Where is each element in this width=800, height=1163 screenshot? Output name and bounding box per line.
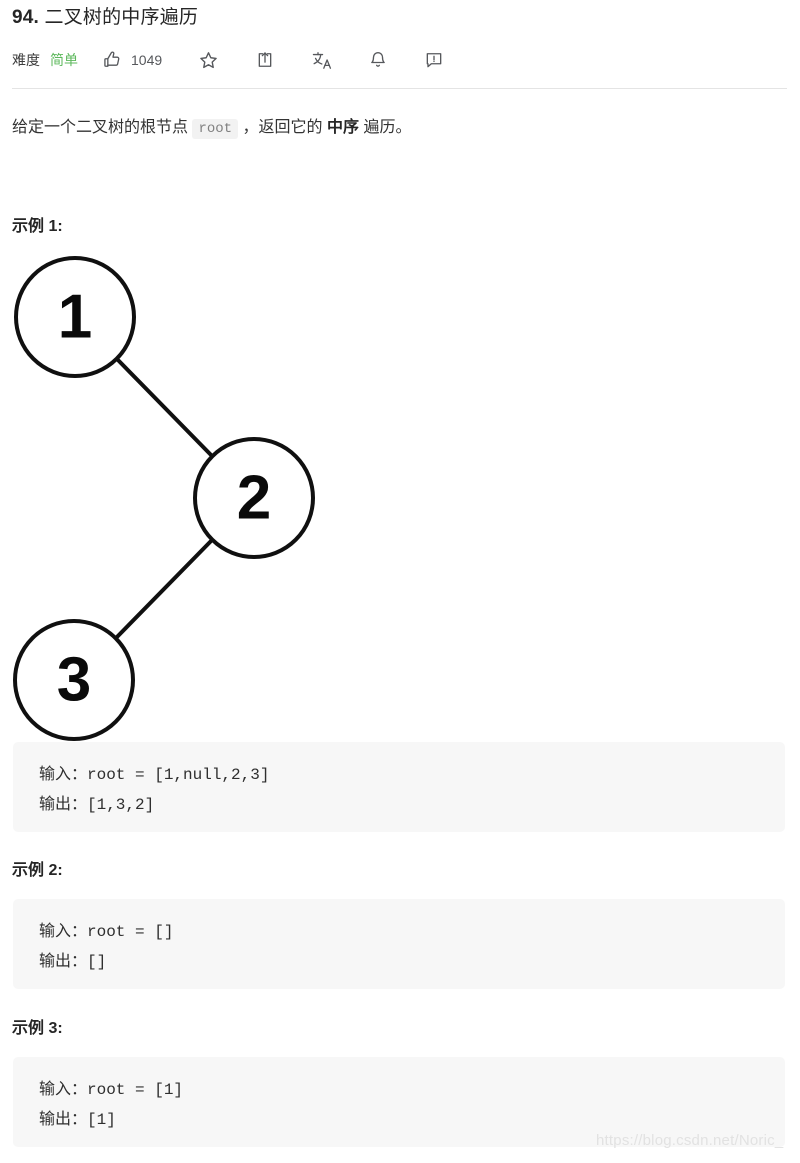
example-3-input: 输入：root = [1] <box>39 1081 184 1099</box>
tree-edge-2-3 <box>114 538 214 640</box>
problem-number: 94. <box>12 7 40 28</box>
feedback-icon <box>424 50 444 70</box>
binary-tree-diagram: 1 2 3 <box>0 248 360 748</box>
difficulty-value: 简单 <box>50 52 78 68</box>
translate-icon <box>311 50 332 71</box>
tree-node-label-3: 3 <box>57 646 91 715</box>
description-part-2: ，返回它的 <box>242 119 323 136</box>
example-2-code-block: 输入：root = [] 输出：[] <box>13 899 785 989</box>
meta-row: 难度 简单 1049 <box>12 46 444 74</box>
thumbs-up-icon <box>102 50 122 70</box>
tree-edge-1-2 <box>115 357 214 458</box>
header-divider <box>12 88 787 89</box>
example-1-output: 输出：[1,3,2] <box>39 796 155 814</box>
star-icon <box>198 50 219 71</box>
star-button[interactable] <box>198 50 219 71</box>
action-icon-group: 1049 <box>102 50 444 71</box>
description-part-1: 给定一个二叉树的根节点 <box>12 119 189 136</box>
example-1-heading: 示例 1: <box>12 218 63 235</box>
problem-title-text: 二叉树的中序遍历 <box>44 7 199 28</box>
example-2-output: 输出：[] <box>39 953 107 971</box>
watermark: https://blog.csdn.net/Noric_ <box>596 1132 784 1149</box>
bell-button[interactable] <box>368 50 388 70</box>
root-code-badge: root <box>192 119 239 139</box>
share-icon <box>255 50 275 70</box>
thumbs-up-button[interactable]: 1049 <box>102 50 162 70</box>
description-part-3: 遍历。 <box>363 119 412 136</box>
example-2-input: 输入：root = [] <box>39 923 174 941</box>
example-2-heading: 示例 2: <box>12 862 63 879</box>
tree-node-circle-1 <box>14 256 136 378</box>
share-button[interactable] <box>255 50 275 70</box>
tree-node-label-1: 1 <box>58 283 92 352</box>
example-3-code-block: 输入：root = [1] 输出：[1] <box>13 1057 785 1147</box>
like-count: 1049 <box>131 52 163 68</box>
bell-icon <box>368 50 388 70</box>
page-title: 94. 二叉树的中序遍历 <box>12 5 198 31</box>
description-emphasis: 中序 <box>327 119 360 136</box>
example-3-output: 输出：[1] <box>39 1111 116 1129</box>
tree-node-circle-3 <box>13 619 135 741</box>
problem-description: 给定一个二叉树的根节点 root ，返回它的 中序 遍历。 <box>12 114 411 143</box>
translate-button[interactable] <box>311 50 332 71</box>
tree-node-circle-2 <box>193 437 315 559</box>
tree-svg: 1 2 3 <box>13 256 315 741</box>
feedback-button[interactable] <box>424 50 444 70</box>
example-3-heading: 示例 3: <box>12 1020 63 1037</box>
example-1-input: 输入：root = [1,null,2,3] <box>39 766 270 784</box>
example-1-code-block: 输入：root = [1,null,2,3] 输出：[1,3,2] <box>13 742 785 832</box>
difficulty-label: 难度 <box>12 52 40 68</box>
tree-node-label-2: 2 <box>237 464 271 533</box>
